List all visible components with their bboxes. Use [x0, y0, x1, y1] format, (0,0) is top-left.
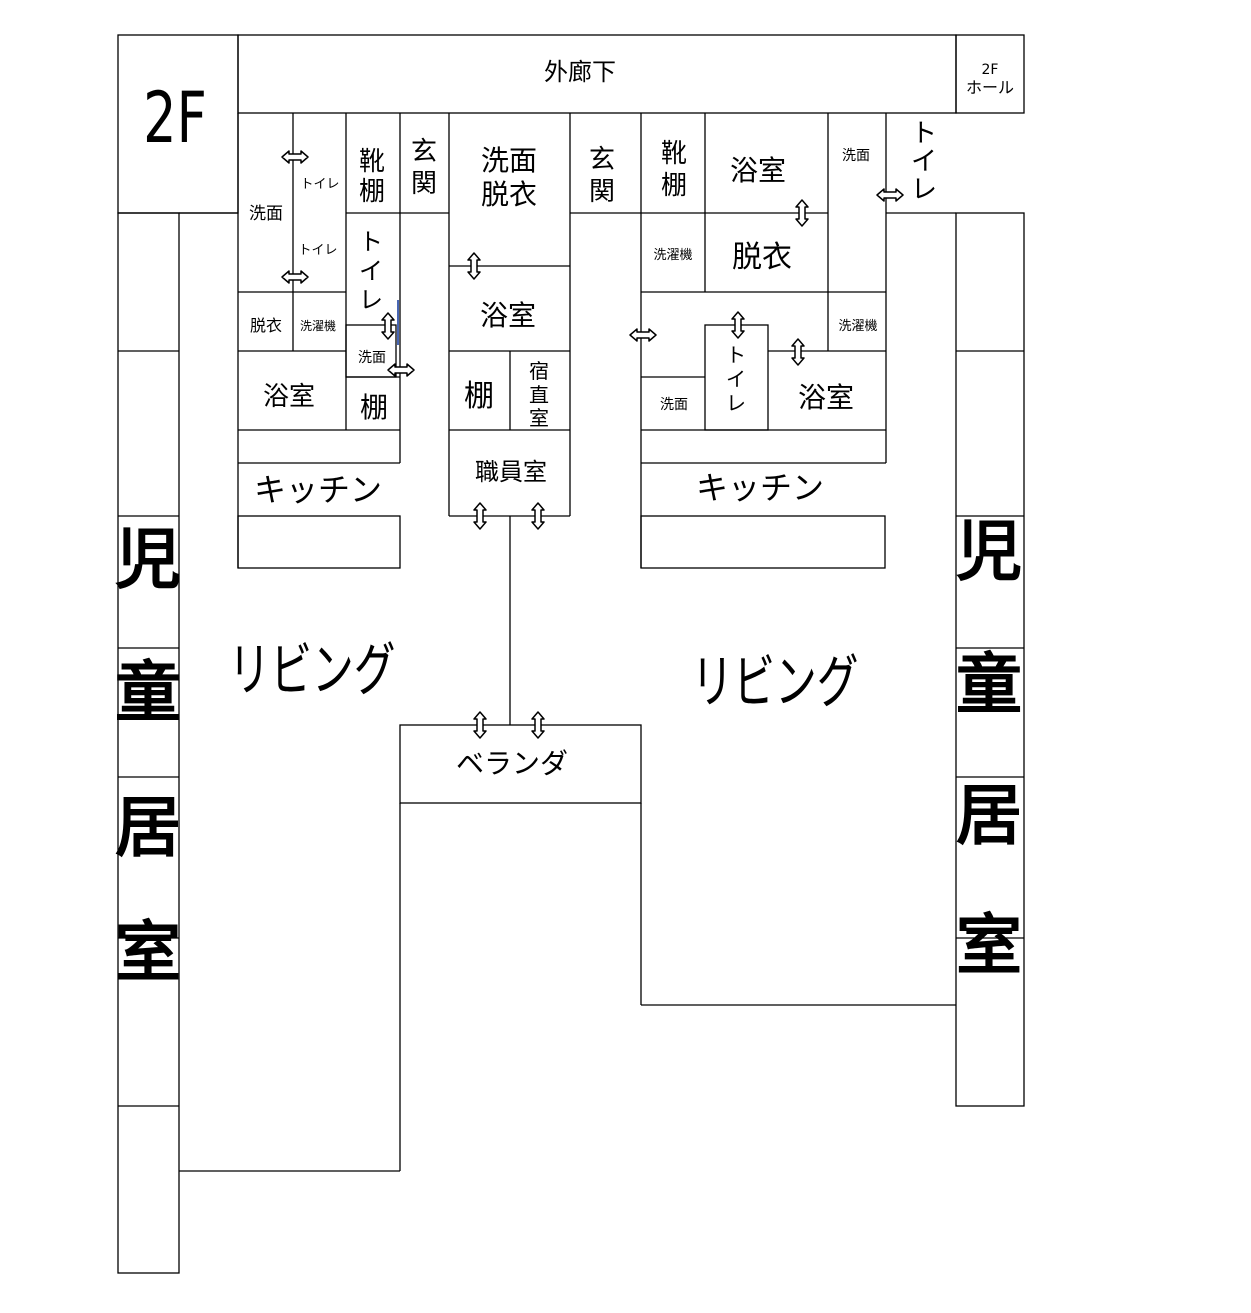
corridor-label: 外廊下 [544, 58, 616, 86]
children-room-char: 童 [115, 654, 181, 731]
children-room-right-label: 児 童 居 室 [956, 513, 1022, 984]
right-living: リビング [692, 648, 859, 716]
floor-label: 2F [143, 78, 207, 159]
center-veranda: ベランダ [456, 747, 568, 780]
right-kitchen: キッチン [696, 469, 824, 507]
right-undress: 脱衣 [732, 240, 792, 275]
left-wash-2: 洗面 [358, 350, 386, 366]
right-washer-2: 洗濯機 [838, 319, 877, 334]
left-shoe-shelf-1: 靴 [359, 147, 385, 177]
left-wash-1: 洗面 [249, 204, 283, 224]
children-room-left-label: 児 童 居 室 [115, 521, 181, 991]
right-toilet-1c: レ [911, 175, 937, 205]
right-toilet-1b: イ [911, 147, 937, 177]
left-shelf: 棚 [360, 391, 388, 424]
left-entrance-2: 関 [411, 169, 437, 199]
right-toilet-2c: レ [726, 391, 746, 415]
left-shoe-shelf-2: 棚 [359, 177, 385, 207]
center-undress: 脱衣 [481, 178, 537, 211]
left-living: リビング [229, 636, 396, 704]
hall-label-2: ホール [966, 78, 1014, 97]
right-entrance-2: 関 [589, 177, 615, 207]
left-bath: 浴室 [263, 382, 315, 412]
left-entrance-1: 玄 [411, 137, 437, 167]
right-wash-2: 洗面 [660, 397, 688, 413]
left-toilet-2: トイレ [298, 243, 337, 258]
right-toilet-2a: ト [726, 343, 746, 367]
left-washer: 洗濯機 [300, 318, 336, 333]
left-undress: 脱衣 [250, 316, 282, 335]
center-night-duty-3: 室 [529, 406, 549, 430]
center-night-duty-1: 宿 [529, 359, 549, 383]
center-wash: 洗面 [481, 144, 537, 177]
left-kitchen: キッチン [254, 471, 382, 509]
left-toilet-1: トイレ [300, 177, 339, 192]
right-toilet-1a: ト [911, 119, 937, 149]
children-room-char: 児 [956, 513, 1022, 590]
right-toilet-2b: イ [726, 367, 746, 391]
center-bath: 浴室 [480, 299, 536, 332]
right-washer-1: 洗濯機 [653, 248, 692, 263]
left-toilet-3c: レ [359, 286, 383, 314]
walls [117, 34, 1025, 1274]
left-toilet-3b: イ [359, 257, 383, 285]
children-room-char: 童 [956, 646, 1022, 723]
right-bath-2: 浴室 [798, 381, 854, 414]
right-entrance-1: 玄 [589, 145, 615, 175]
left-toilet-3a: ト [359, 228, 383, 256]
right-shoe-shelf-2: 棚 [661, 171, 687, 201]
children-room-char: 室 [956, 907, 1022, 984]
children-room-char: 室 [115, 914, 181, 991]
right-shoe-shelf-1: 靴 [661, 139, 687, 169]
center-staff: 職員室 [475, 458, 547, 486]
center-shelf: 棚 [464, 379, 494, 414]
children-room-char: 居 [115, 789, 181, 866]
center-night-duty-2: 直 [529, 383, 549, 407]
right-wash-1: 洗面 [842, 148, 870, 164]
children-room-char: 児 [115, 521, 181, 598]
hall-label-1: 2F [982, 62, 999, 78]
children-room-char: 居 [956, 777, 1022, 854]
right-bath-1: 浴室 [730, 154, 786, 187]
